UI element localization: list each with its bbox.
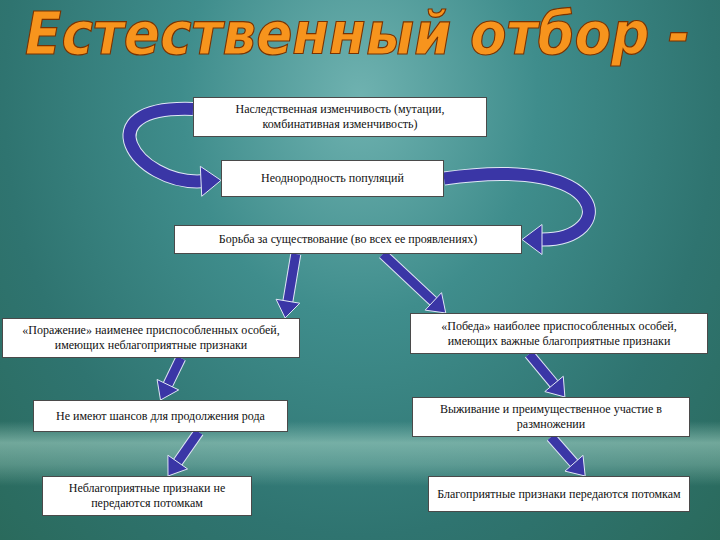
- process-box: Борьба за существование (во всех ее проя…: [174, 225, 522, 254]
- process-box: Выживание и преимущественное участие в р…: [412, 397, 690, 437]
- box-text: Благоприятные признаки передаются потомк…: [437, 487, 680, 502]
- box-text: Не имеют шансов для продолжения рода: [56, 409, 265, 424]
- box-text: Выживание и преимущественное участие в р…: [418, 402, 684, 431]
- flow-arrow: [276, 254, 300, 318]
- process-box: Неблагоприятные признаки не передаются п…: [42, 476, 252, 516]
- box-text: Неоднородность популяций: [261, 171, 404, 186]
- process-box: Неоднородность популяций: [221, 160, 444, 197]
- process-box: Наследственная изменчивость (мутации, ко…: [193, 97, 487, 137]
- flow-arrow: [168, 432, 199, 476]
- box-text: «Победа» наиболее приспособленных особей…: [416, 319, 702, 348]
- flow-arrow: [551, 437, 585, 476]
- box-text: Борьба за существование (во всех ее проя…: [219, 232, 477, 247]
- flow-arrow: [529, 354, 565, 397]
- box-text: Неблагоприятные признаки не передаются п…: [48, 481, 246, 510]
- box-text: «Поражение» наименее приспособленных осо…: [8, 323, 294, 352]
- process-box: «Победа» наиболее приспособленных особей…: [410, 313, 708, 354]
- process-box: Благоприятные признаки передаются потомк…: [428, 476, 690, 512]
- box-text: Наследственная изменчивость (мутации, ко…: [199, 102, 481, 131]
- flow-arrow: [383, 254, 446, 313]
- flow-arrow: [157, 358, 181, 400]
- diagram-title: Естественный отбор -: [25, 0, 690, 70]
- process-box: «Поражение» наименее приспособленных осо…: [2, 318, 300, 358]
- process-box: Не имеют шансов для продолжения рода: [33, 400, 288, 432]
